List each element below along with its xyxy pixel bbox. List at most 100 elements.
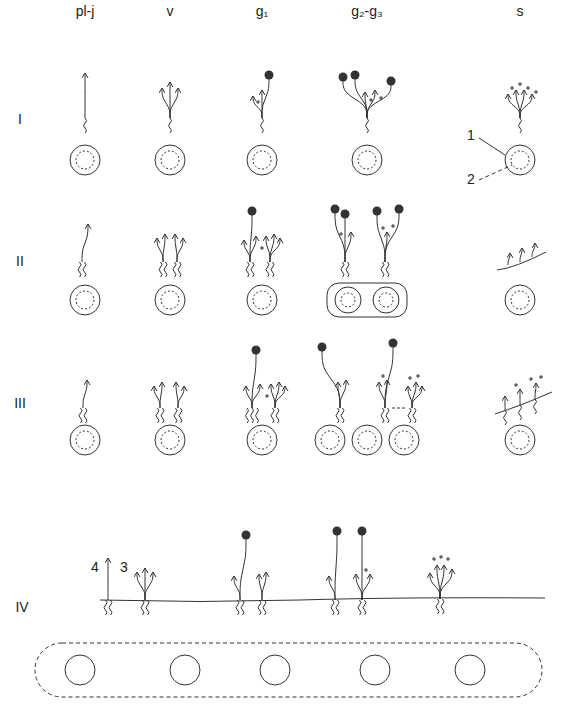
wavy-root	[178, 262, 181, 277]
cell-circle	[155, 285, 185, 315]
cell-figure	[154, 382, 164, 423]
plus-mark	[364, 568, 368, 572]
wavy-root	[381, 408, 384, 423]
fiber	[520, 248, 522, 262]
cell-circle	[505, 145, 535, 175]
column-label: v	[167, 4, 174, 18]
wavy-root	[341, 408, 344, 423]
fiber-line	[100, 598, 545, 602]
fiber	[275, 386, 285, 408]
fiber	[362, 574, 370, 600]
ball-tip	[252, 346, 261, 355]
fiber	[385, 346, 393, 408]
fiber	[234, 576, 240, 600]
ball-tip	[248, 207, 257, 216]
cell-figure	[508, 253, 510, 265]
fiber	[137, 572, 145, 600]
wavy-root	[159, 262, 162, 277]
cell-circle	[70, 425, 100, 455]
fiber	[520, 94, 532, 118]
cell-figure	[104, 558, 112, 615]
cell-circle	[155, 425, 185, 455]
fiber	[412, 386, 422, 408]
wavy-root	[104, 600, 107, 615]
fiber	[505, 396, 506, 410]
plus-mark	[416, 374, 420, 378]
column-label: pl-j	[76, 4, 95, 18]
cell-figure	[253, 71, 274, 134]
wavy-root	[381, 262, 384, 277]
fiber	[246, 386, 252, 408]
ball-tip	[339, 73, 348, 82]
fiber	[385, 212, 399, 262]
ball-tip	[351, 71, 360, 80]
wavy-root	[363, 600, 366, 615]
cell-circle	[315, 425, 345, 455]
cell-circle	[155, 145, 185, 175]
fiber	[335, 212, 345, 262]
cell-figure	[157, 234, 167, 277]
wavy-root	[251, 408, 254, 423]
fiber	[379, 382, 385, 408]
wavy-root	[174, 408, 177, 423]
callout-number: 3	[120, 560, 128, 574]
wavy-root	[519, 405, 522, 420]
callout-number: 2	[467, 172, 475, 186]
wavy-root	[164, 262, 167, 277]
fiber	[252, 384, 260, 408]
wavy-root	[146, 600, 149, 615]
cell-circle	[505, 285, 535, 315]
fiber	[385, 380, 387, 408]
fiber	[408, 386, 412, 408]
wavy-root	[236, 600, 239, 615]
cell-figure	[339, 71, 396, 134]
callout-number: 1	[467, 128, 475, 142]
leader-line	[479, 138, 505, 155]
ball-tip	[373, 207, 382, 216]
fiber	[262, 78, 269, 118]
nucleus-circle	[253, 151, 271, 169]
cell-figure	[244, 207, 257, 278]
fiber	[340, 380, 346, 408]
wavy-root	[519, 118, 522, 133]
fiber	[162, 88, 170, 118]
plus-mark	[526, 86, 530, 90]
column-label: s	[517, 4, 524, 18]
wavy-root	[84, 118, 87, 133]
fiber	[356, 574, 362, 600]
plus-mark	[529, 377, 533, 381]
nucleus-circle	[161, 291, 179, 309]
wavy-root	[241, 600, 244, 615]
fiber	[430, 573, 440, 599]
fiber	[145, 572, 153, 600]
plus-mark	[408, 376, 412, 380]
cell-figure	[84, 73, 87, 133]
ball-tip	[333, 527, 342, 536]
plus-mark	[518, 82, 522, 86]
nucleus-circle	[76, 431, 94, 449]
plus-mark	[339, 232, 343, 236]
cell-figure	[408, 374, 422, 423]
fiber	[532, 243, 535, 257]
ball-tip	[358, 527, 367, 536]
cell-figure	[79, 380, 87, 423]
cell-figure	[520, 248, 522, 262]
plus-mark	[381, 226, 385, 230]
cell-figure	[379, 339, 398, 424]
cell-figure	[137, 568, 153, 615]
leader-line	[479, 165, 512, 180]
fiber	[83, 380, 87, 408]
ball-tip	[242, 531, 251, 540]
wavy-root	[263, 600, 266, 615]
cell-circle	[70, 285, 100, 315]
fiber	[160, 382, 162, 408]
wavy-root	[173, 262, 176, 277]
plus-mark	[510, 86, 514, 90]
ball-tip	[389, 339, 398, 348]
cell-figure	[529, 375, 543, 414]
cell-figure	[514, 383, 522, 420]
nucleus-circle	[455, 655, 485, 685]
fiber	[163, 234, 165, 262]
cell-figure	[234, 531, 251, 616]
